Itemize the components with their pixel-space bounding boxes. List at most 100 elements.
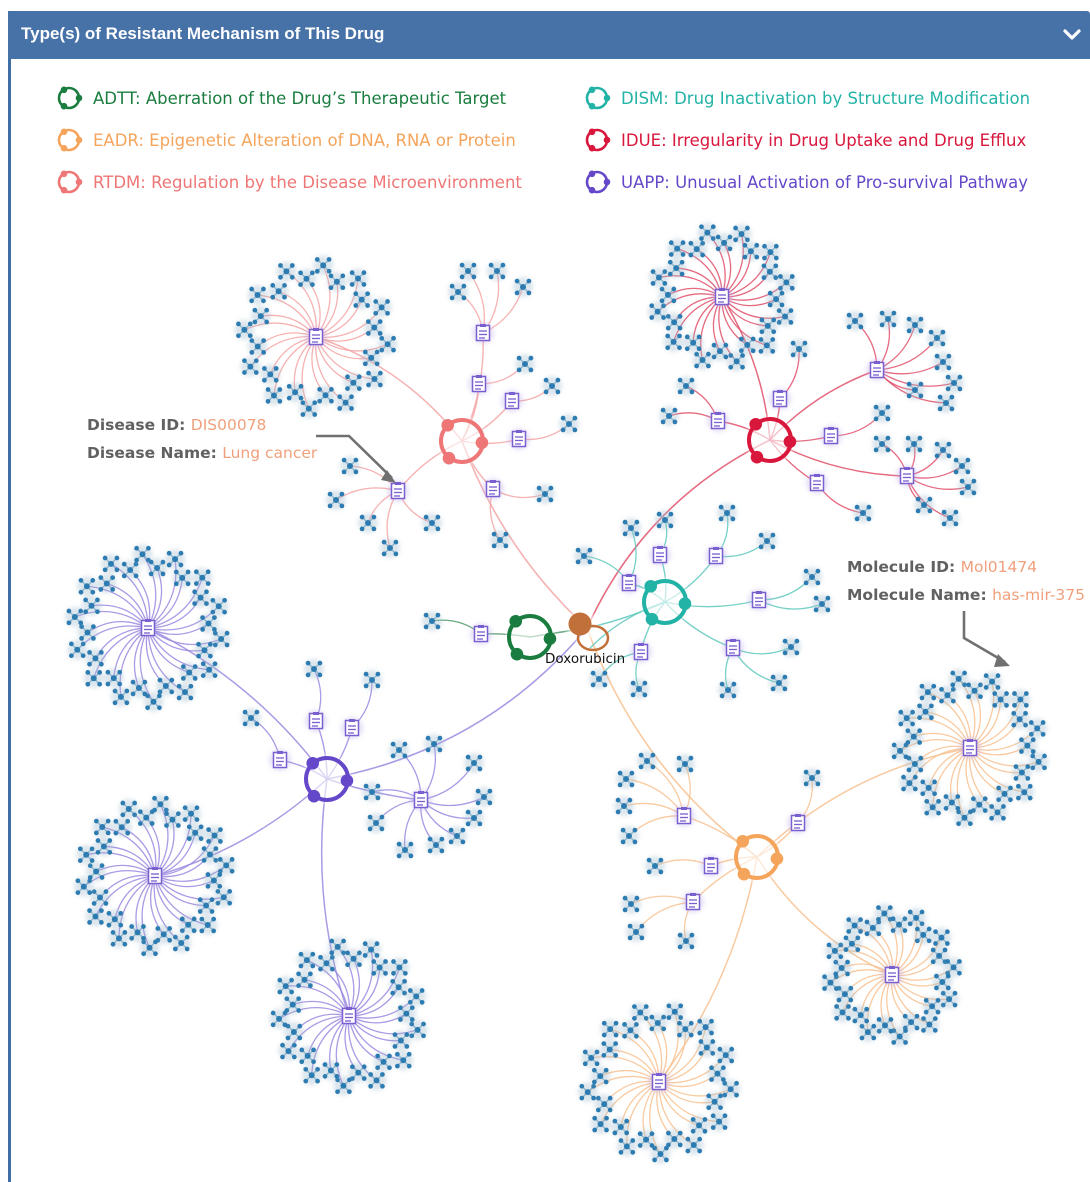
molecule-node-icon[interactable] xyxy=(890,740,911,761)
disease-document-icon[interactable] xyxy=(648,1071,670,1093)
molecule-node-icon[interactable] xyxy=(590,1114,611,1135)
molecule-node-icon[interactable] xyxy=(958,477,978,497)
molecule-node-icon[interactable] xyxy=(327,936,348,957)
molecule-node-icon[interactable] xyxy=(832,1002,853,1023)
molecule-node-icon[interactable] xyxy=(104,909,125,930)
molecule-node-icon[interactable] xyxy=(67,639,88,660)
molecule-node-icon[interactable] xyxy=(92,816,113,837)
molecule-node-icon[interactable] xyxy=(931,927,952,948)
molecule-node-icon[interactable] xyxy=(954,807,975,828)
molecule-node-icon[interactable] xyxy=(313,255,334,276)
molecule-node-icon[interactable] xyxy=(388,977,409,998)
molecule-node-icon[interactable] xyxy=(594,1094,615,1115)
molecule-node-icon[interactable] xyxy=(348,268,369,289)
molecule-node-icon[interactable] xyxy=(513,277,533,297)
molecule-node-icon[interactable] xyxy=(333,1075,354,1096)
molecule-node-icon[interactable] xyxy=(756,335,777,356)
molecule-node-icon[interactable] xyxy=(619,826,639,846)
molecule-node-icon[interactable] xyxy=(850,1005,871,1026)
molecule-node-icon[interactable] xyxy=(93,836,114,857)
molecule-node-icon[interactable] xyxy=(194,640,215,661)
molecule-node-icon[interactable] xyxy=(283,1022,304,1043)
disease-document-icon[interactable] xyxy=(682,891,704,913)
molecule-node-icon[interactable] xyxy=(143,691,164,712)
molecule-node-icon[interactable] xyxy=(199,659,220,680)
molecule-node-icon[interactable] xyxy=(118,798,139,819)
molecule-node-icon[interactable] xyxy=(647,301,668,322)
molecule-node-icon[interactable] xyxy=(683,332,704,353)
molecule-node-icon[interactable] xyxy=(616,769,636,789)
molecule-node-icon[interactable] xyxy=(914,495,934,515)
molecule-node-icon[interactable] xyxy=(282,994,303,1015)
molecule-node-icon[interactable] xyxy=(647,1012,668,1033)
molecule-node-icon[interactable] xyxy=(298,398,319,419)
molecule-node-icon[interactable] xyxy=(458,261,478,281)
molecule-node-icon[interactable] xyxy=(366,813,386,833)
molecule-node-icon[interactable] xyxy=(213,887,234,908)
molecule-node-icon[interactable] xyxy=(905,380,925,400)
molecule-node-icon[interactable] xyxy=(663,331,684,352)
drug-node[interactable]: Doxorubicin xyxy=(545,610,625,667)
molecule-node-icon[interactable] xyxy=(707,1063,728,1084)
molecule-node-icon[interactable] xyxy=(659,406,679,426)
molecule-node-icon[interactable] xyxy=(406,986,427,1007)
molecule-node-icon[interactable] xyxy=(918,777,939,798)
disease-document-icon[interactable] xyxy=(472,322,494,344)
molecule-node-icon[interactable] xyxy=(101,553,122,574)
molecule-node-icon[interactable] xyxy=(110,686,131,707)
molecule-node-icon[interactable] xyxy=(757,315,778,336)
disease-document-icon[interactable] xyxy=(137,617,159,639)
molecule-node-icon[interactable] xyxy=(994,783,1015,804)
molecule-node-icon[interactable] xyxy=(937,685,958,706)
molecule-node-icon[interactable] xyxy=(377,334,398,355)
legend-item-dism[interactable]: DISM: Drug Inactivation by Structure Mod… xyxy=(583,82,1030,114)
molecule-node-icon[interactable] xyxy=(192,567,213,588)
molecule-node-icon[interactable] xyxy=(692,350,713,371)
molecule-node-icon[interactable] xyxy=(874,1015,895,1036)
molecule-node-icon[interactable] xyxy=(407,1019,428,1040)
molecule-node-icon[interactable] xyxy=(676,931,696,951)
molecule-node-icon[interactable] xyxy=(834,984,855,1005)
molecule-node-icon[interactable] xyxy=(781,637,801,657)
molecule-node-icon[interactable] xyxy=(542,376,562,396)
legend-item-idue[interactable]: IDUE: Irregularity in Drug Uptake and Dr… xyxy=(583,124,1026,156)
molecule-node-icon[interactable] xyxy=(599,1039,620,1060)
molecule-node-icon[interactable] xyxy=(645,856,665,876)
molecule-node-icon[interactable] xyxy=(297,1045,318,1066)
molecule-node-icon[interactable] xyxy=(657,284,678,305)
molecule-node-icon[interactable] xyxy=(717,503,737,523)
disease-document-icon[interactable] xyxy=(711,286,733,308)
legend-item-uapp[interactable]: UAPP: Unusual Activation of Pro-survival… xyxy=(583,166,1028,198)
disease-document-icon[interactable] xyxy=(144,865,166,887)
molecule-node-icon[interactable] xyxy=(174,682,195,703)
molecule-node-icon[interactable] xyxy=(395,840,415,860)
molecule-node-icon[interactable] xyxy=(448,282,468,302)
disease-document-icon[interactable] xyxy=(866,359,888,381)
molecule-node-icon[interactable] xyxy=(616,1136,637,1157)
molecule-node-icon[interactable] xyxy=(178,914,199,935)
molecule-node-icon[interactable] xyxy=(872,403,892,423)
molecule-node-icon[interactable] xyxy=(904,754,925,775)
molecule-node-icon[interactable] xyxy=(737,334,758,355)
molecule-node-icon[interactable] xyxy=(666,258,687,279)
molecule-node-icon[interactable] xyxy=(269,1008,290,1029)
molecule-node-icon[interactable] xyxy=(136,807,157,828)
molecule-node-icon[interactable] xyxy=(240,356,261,377)
molecule-node-icon[interactable] xyxy=(171,933,192,954)
molecule-node-icon[interactable] xyxy=(85,906,106,927)
molecule-node-icon[interactable] xyxy=(424,734,444,754)
molecule-node-icon[interactable] xyxy=(366,1070,387,1091)
molecule-node-icon[interactable] xyxy=(940,508,960,528)
molecule-node-icon[interactable] xyxy=(862,917,883,938)
molecule-node-icon[interactable] xyxy=(636,1129,657,1150)
molecule-node-icon[interactable] xyxy=(83,668,104,689)
molecule-node-icon[interactable] xyxy=(990,689,1011,710)
disease-document-icon[interactable] xyxy=(787,812,809,834)
molecule-node-icon[interactable] xyxy=(878,309,898,329)
molecule-node-icon[interactable] xyxy=(276,261,297,282)
molecule-node-icon[interactable] xyxy=(629,679,649,699)
molecule-node-icon[interactable] xyxy=(1011,762,1032,783)
molecule-node-icon[interactable] xyxy=(614,796,634,816)
molecule-node-icon[interactable] xyxy=(896,708,917,729)
molecule-node-icon[interactable] xyxy=(197,915,218,936)
